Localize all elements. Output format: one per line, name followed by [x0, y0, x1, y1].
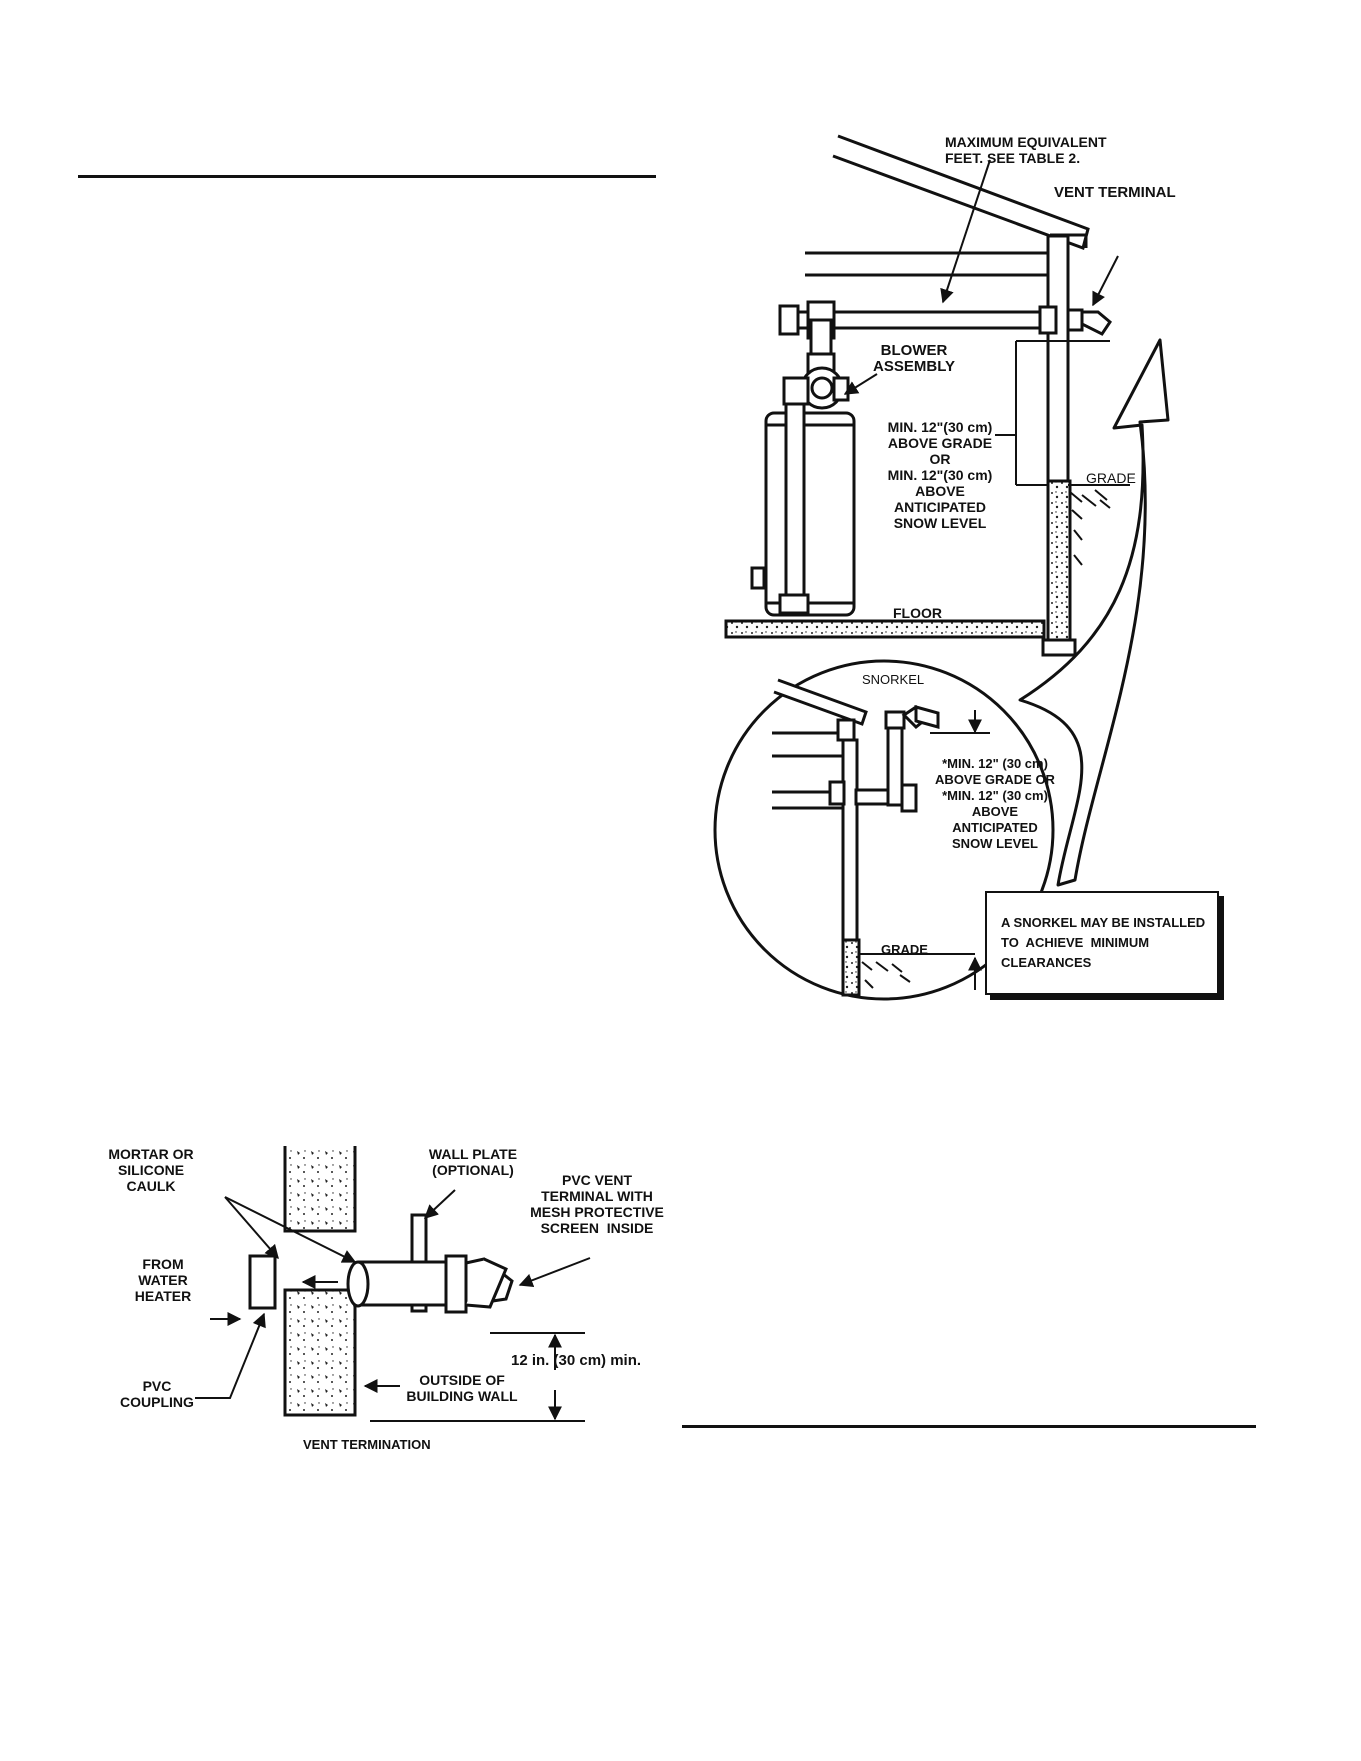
floor-label: FLOOR: [893, 605, 942, 621]
from-water-heater-label: FROM WATER HEATER: [134, 1256, 192, 1304]
floor-slab: [724, 619, 1046, 639]
inset-drawing: [772, 678, 940, 997]
pvc-coupling-label: PVC COUPLING: [120, 1378, 194, 1410]
grade-label: GRADE: [1086, 470, 1136, 486]
inset-grade: [859, 710, 990, 990]
snorkel-label: SNORKEL: [862, 672, 925, 687]
section-rule-bottom-right: [682, 1425, 1256, 1428]
clearance-dimension-label: 12 in. (30 cm) min.: [511, 1352, 642, 1369]
max-equivalent-feet-label: MAXIMUM EQUIVALENT FEET. SEE TABLE 2.: [945, 134, 1107, 166]
horizontal-vent-pipe: [778, 300, 1112, 356]
snorkel-note-box: A SNORKEL MAY BE INSTALLED TO ACHIEVE MI…: [985, 891, 1219, 995]
vent-termination-caption: VENT TERMINATION: [303, 1437, 431, 1452]
large-curved-arrow: [1018, 338, 1170, 887]
section-rule-top-left: [78, 175, 656, 178]
vent-termination-pipe: [248, 1213, 514, 1314]
min-clearance-label: MIN. 12"(30 cm) ABOVE GRADE OR MIN. 12"(…: [887, 419, 993, 531]
ceiling-joists: [805, 251, 1060, 277]
inset-grade-label: GRADE: [881, 942, 928, 957]
vent-termination-wall: [270, 1140, 370, 1417]
blower-assembly-label: BLOWER ASSEMBLY: [873, 342, 955, 375]
vent-terminal-label: VENT TERMINAL: [1054, 184, 1176, 201]
snorkel-note-text: A SNORKEL MAY BE INSTALLED TO ACHIEVE MI…: [1001, 915, 1206, 970]
upper-leaders: [843, 159, 1119, 395]
pvc-vent-terminal-label: PVC VENT TERMINAL WITH MESH PROTECTIVE S…: [530, 1172, 664, 1236]
mortar-caulk-label: MORTAR OR SILICONE CAULK: [108, 1146, 194, 1194]
grade-soil: [995, 340, 1130, 566]
exterior-wall: [1041, 234, 1077, 657]
wall-plate-label: WALL PLATE (OPTIONAL): [428, 1146, 518, 1178]
vent-termination-leaders: [195, 1189, 591, 1422]
inset-min-clearance-label: *MIN. 12" (30 cm) ABOVE GRADE OR *MIN. 1…: [935, 756, 1055, 851]
water-heater: [750, 352, 856, 617]
inset-circle: [713, 659, 1055, 1001]
outside-wall-label: OUTSIDE OF BUILDING WALL: [406, 1372, 518, 1404]
